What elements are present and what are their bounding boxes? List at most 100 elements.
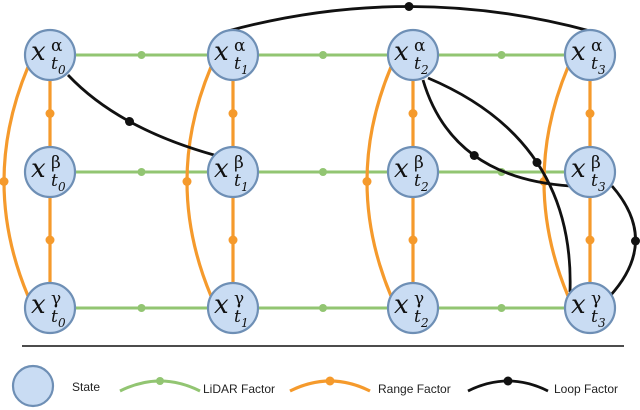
state-symbol: x: [31, 154, 46, 184]
lidar-edge-α-t2-t3-factor: [497, 51, 506, 59]
range-edge-t3-α-β-factor: [585, 109, 595, 118]
loop-edge-α-t1-to-α-t3-factor: [404, 2, 414, 11]
legend-loop: Loop Factor: [467, 376, 618, 396]
lidar-edge-γ-t2-t3-factor: [497, 304, 506, 312]
legend-lidar: LiDAR Factor: [119, 377, 275, 396]
legend-range-label: Range Factor: [378, 382, 451, 396]
time-index: 1: [241, 316, 249, 330]
state-symbol: x: [571, 290, 586, 320]
time-index: 3: [598, 180, 606, 194]
robot-label: β: [591, 153, 601, 173]
range-edge-t2-α-γ-factor: [362, 177, 372, 186]
time-index: 2: [420, 63, 429, 77]
time-symbol: t: [414, 171, 421, 191]
state-symbol: x: [394, 154, 409, 184]
time-index: 0: [58, 180, 66, 194]
range-edge-t1-β-γ-factor: [228, 235, 238, 245]
lidar-edge-γ-t0-t1-factor: [137, 304, 146, 312]
state-symbol: x: [214, 290, 229, 320]
time-symbol: t: [51, 171, 58, 191]
legend-state-swatch: [11, 364, 55, 408]
range-edge-t0-β-γ-factor: [45, 235, 55, 245]
time-symbol: t: [234, 171, 241, 191]
lidar-factor-edges: [50, 51, 590, 312]
legend: State LiDAR Factor Range Factor Loop Fac…: [11, 364, 618, 408]
time-symbol: t: [414, 54, 421, 74]
time-index: 0: [58, 63, 66, 77]
robot-label: α: [414, 36, 426, 56]
robot-label: α: [591, 36, 603, 56]
time-symbol: t: [51, 307, 58, 327]
time-symbol: t: [234, 307, 241, 327]
range-edge-t3-β-γ-factor: [585, 235, 595, 245]
time-symbol: t: [591, 307, 598, 327]
loop-edge-α-t2-to-β-t3-factor: [469, 151, 479, 160]
state-symbol: x: [571, 154, 586, 184]
state-symbol: x: [394, 37, 409, 67]
time-index: 0: [58, 316, 66, 330]
time-index: 2: [420, 316, 429, 330]
loop-edge-α-t0-to-β-t1: [66, 74, 215, 157]
range-edge-t0-α-β-factor: [45, 109, 55, 118]
range-edge-t0-α-γ-factor: [0, 177, 9, 186]
loop-edge-α-t2-to-γ-t3-factor: [532, 158, 542, 167]
lidar-edge-β-t0-t1-factor: [137, 168, 146, 176]
lidar-edge-α-t0-t1-factor: [137, 51, 146, 59]
lidar-edge-γ-t1-t2-factor: [319, 304, 327, 312]
robot-label: α: [51, 36, 63, 56]
robot-label: β: [234, 153, 244, 173]
time-index: 2: [420, 180, 429, 194]
lidar-edge-α-t1-t2-factor: [319, 51, 327, 59]
time-symbol: t: [591, 54, 598, 74]
legend-range: Range Factor: [289, 376, 451, 396]
state-symbol: x: [394, 290, 409, 320]
robot-label: γ: [414, 289, 424, 309]
robot-label: γ: [591, 289, 601, 309]
loop-edge-α-t0-to-β-t1-factor: [125, 117, 134, 126]
robot-label: β: [414, 153, 424, 173]
robot-label: γ: [51, 289, 61, 309]
range-edge-t2-β-γ-factor: [408, 235, 418, 245]
time-index: 1: [241, 180, 249, 194]
time-symbol: t: [591, 171, 598, 191]
legend-lidar-dot: [156, 377, 164, 385]
robot-label: γ: [234, 289, 244, 309]
legend-loop-dot: [503, 376, 513, 386]
time-index: 1: [241, 63, 249, 77]
legend-state: State: [11, 364, 100, 408]
time-symbol: t: [51, 54, 58, 74]
state-symbol: x: [571, 37, 586, 67]
state-symbol: x: [214, 37, 229, 67]
range-edge-t1-α-β-factor: [228, 109, 238, 118]
state-symbol: x: [31, 290, 46, 320]
range-edge-t1-α-γ-factor: [182, 177, 192, 186]
robot-label: α: [234, 36, 246, 56]
time-index: 3: [598, 63, 606, 77]
legend-state-label: State: [72, 380, 100, 394]
legend-lidar-label: LiDAR Factor: [203, 382, 275, 396]
legend-range-dot: [325, 376, 335, 386]
state-symbol: x: [214, 154, 229, 184]
time-symbol: t: [414, 307, 421, 327]
loop-edge-β-t3-to-γ-t3-factor: [631, 236, 640, 246]
range-edge-t2-α-β-factor: [408, 109, 418, 118]
robot-label: β: [51, 153, 61, 173]
state-symbol: x: [31, 37, 46, 67]
time-symbol: t: [234, 54, 241, 74]
lidar-edge-β-t1-t2-factor: [319, 168, 327, 176]
